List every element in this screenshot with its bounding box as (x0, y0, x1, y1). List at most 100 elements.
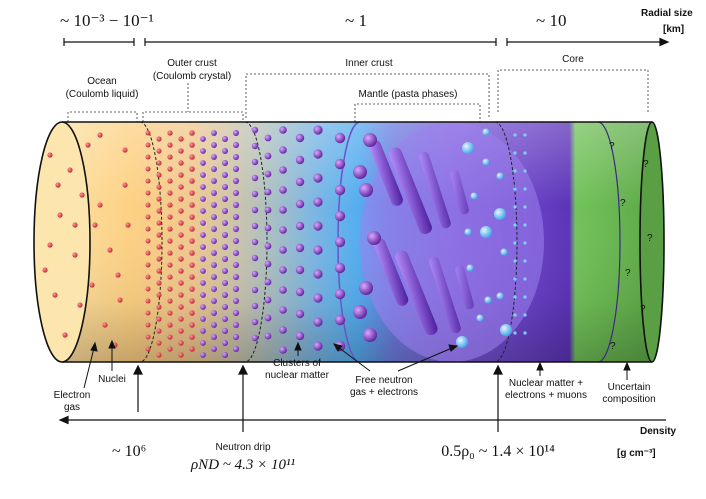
nucleus (232, 333, 240, 341)
nucleus (145, 166, 151, 172)
core-label: Core (562, 54, 584, 65)
neutron-bubble (482, 158, 490, 166)
neutron-bubble (513, 331, 517, 335)
nucleus (200, 316, 206, 322)
nucleus (211, 226, 217, 232)
neutron-bubble (482, 128, 490, 136)
nucleus (156, 160, 162, 166)
nucleus (178, 148, 184, 154)
nucleus (189, 214, 195, 220)
nuclear-cluster (279, 346, 287, 354)
nucleus (52, 292, 58, 298)
nucleus (211, 334, 217, 340)
nucleus (200, 208, 206, 214)
nucleus (167, 346, 173, 352)
nucleus (145, 202, 151, 208)
density-unit: [g cm⁻³] (617, 448, 656, 459)
nucleus (200, 220, 206, 226)
nuclear-cluster (295, 309, 305, 319)
nucleus (145, 286, 151, 292)
nucleus (47, 152, 53, 158)
radial-scale-1: ~ 10⁻³ − 10⁻¹ (60, 11, 154, 30)
neutron-bubble (523, 331, 527, 335)
nuclear-cluster (313, 173, 323, 183)
nuclear-cluster (334, 314, 346, 326)
nucleus (167, 214, 173, 220)
nucleus (167, 262, 173, 268)
nucleus (156, 304, 162, 310)
nucleus (156, 352, 162, 358)
nuclear-cluster (264, 332, 272, 340)
nuclear-cluster (359, 281, 373, 295)
nucleus (167, 310, 173, 316)
nucleus (200, 160, 206, 166)
nucleus (167, 130, 173, 136)
nucleus (200, 172, 206, 178)
nucleus (145, 334, 151, 340)
nuclear-cluster (279, 166, 287, 174)
nucleus (232, 285, 240, 293)
nucleus (47, 242, 53, 248)
electron-gas-sublabel: gas (64, 402, 80, 413)
nucleus (189, 238, 195, 244)
neutron-bubble (500, 324, 512, 336)
outer-crust-label: Outer crust (167, 58, 217, 69)
nuclear-cluster (251, 174, 259, 182)
nucleus (221, 159, 229, 167)
nucleus (189, 154, 195, 160)
nuclear-cluster (359, 183, 373, 197)
nucleus (178, 352, 184, 358)
nuclear-cluster (264, 296, 272, 304)
nuclei-particles (42, 125, 527, 359)
nucleus (200, 196, 206, 202)
neutron-bubble (476, 314, 484, 322)
nuclear-cluster (295, 265, 305, 275)
nucleus (89, 282, 95, 288)
nucleus (167, 274, 173, 280)
uncertain-marks: ? ? ? ? ? ? ? (609, 141, 653, 352)
nucleus (156, 244, 162, 250)
nucleus (145, 346, 151, 352)
radial-brackets (63, 37, 670, 47)
nucleus (167, 142, 173, 148)
nucleus (145, 142, 151, 148)
radial-scale-2: ~ 1 (345, 11, 367, 30)
nuclear-cluster (279, 206, 287, 214)
neutron-bubble (496, 172, 504, 180)
nuclear-cluster (264, 170, 272, 178)
nucleus (200, 304, 206, 310)
radial-title: Radial size (641, 8, 693, 19)
question-mark-7: ? (610, 341, 616, 352)
nucleus (178, 220, 184, 226)
nucleus (145, 298, 151, 304)
nucleus (178, 184, 184, 190)
nucleus (167, 202, 173, 208)
nucleus (211, 166, 217, 172)
nucleus (167, 190, 173, 196)
nucleus (167, 178, 173, 184)
nuclear-cluster (264, 188, 272, 196)
neutron-bubble (513, 259, 517, 263)
nucleus (211, 238, 217, 244)
neutron-bubble (513, 223, 517, 227)
nuclear-cluster (313, 245, 323, 255)
nucleus (178, 208, 184, 214)
neutron-bubble (456, 336, 468, 348)
neutron-bubble (470, 192, 478, 200)
nuclear-cluster (279, 266, 287, 274)
clusters-sublabel: nuclear matter (265, 370, 330, 381)
nucleus (211, 154, 217, 160)
nucleus (221, 339, 229, 347)
neutron-bubble (523, 277, 527, 281)
cylinder-left-cap (33, 121, 91, 363)
clusters-label: Clusters of (273, 358, 321, 369)
nuclear-cluster (279, 146, 287, 154)
nuclear-cluster (251, 286, 259, 294)
nucleus (167, 250, 173, 256)
neutron-bubble (523, 313, 527, 317)
nucleus (232, 261, 240, 269)
nuclear-cluster (334, 236, 346, 248)
neutron-bubble (480, 226, 492, 238)
nucleus (178, 232, 184, 238)
